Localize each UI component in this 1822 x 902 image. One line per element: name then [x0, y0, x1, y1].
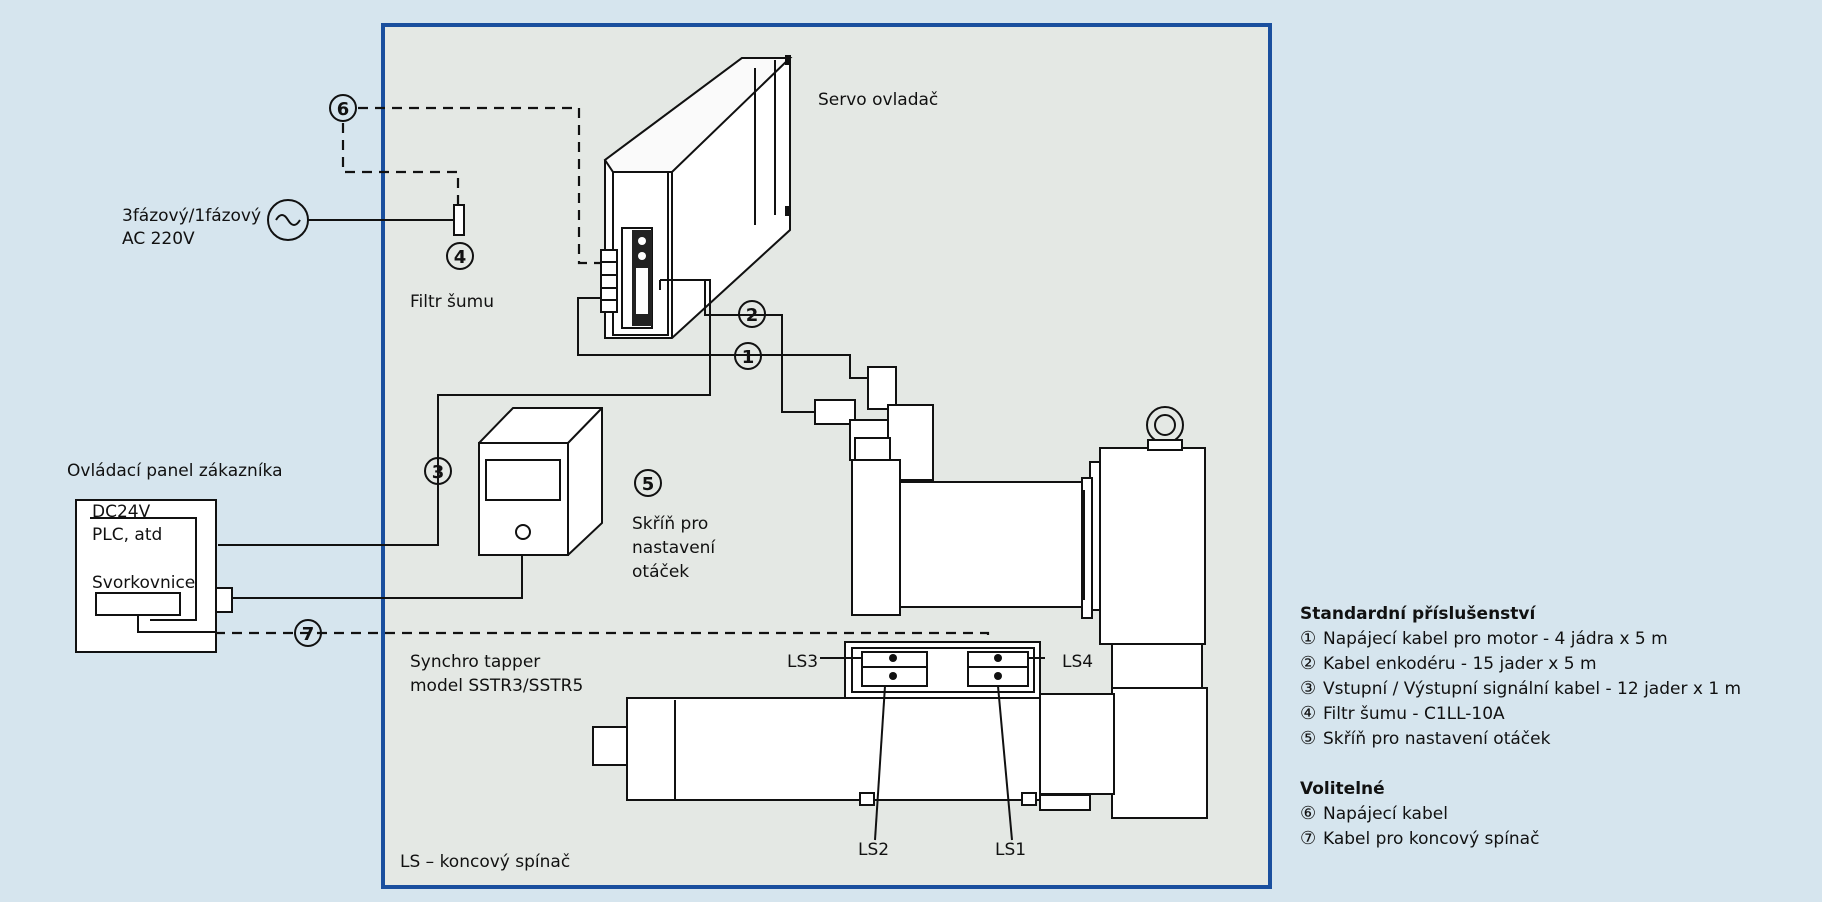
- servo-motor: [851, 406, 1206, 645]
- speed-setting-box: [478, 407, 603, 556]
- servo-label: Servo ovladač: [818, 90, 938, 110]
- customer-panel: [75, 499, 233, 653]
- ls2-label: LS2: [858, 840, 889, 860]
- marker-4: 4: [446, 242, 474, 270]
- marker-6: 6: [329, 94, 357, 122]
- marker-3: 3: [424, 457, 452, 485]
- marker-7: 7: [294, 619, 322, 647]
- ls-note-label: LS – koncový spínač: [400, 852, 570, 872]
- svg-text:2: 2: [746, 305, 759, 326]
- model-label-line2: model SSTR3/SSTR5: [410, 676, 583, 696]
- legend-standard-sym-3: ③: [1300, 678, 1316, 699]
- panel-dc-label: DC24V: [92, 502, 151, 522]
- svg-text:6: 6: [337, 99, 350, 120]
- legend-standard-item-4: Filtr šumu - C1LL-10A: [1323, 704, 1505, 724]
- model-label-line1: Synchro tapper: [410, 652, 540, 672]
- power-label-line2: AC 220V: [122, 229, 195, 249]
- svg-text:1: 1: [742, 347, 755, 368]
- legend-standard-item-1: Napájecí kabel pro motor - 4 jádra x 5 m: [1323, 629, 1668, 649]
- noise-filter-block: [453, 204, 465, 236]
- svg-text:5: 5: [642, 474, 655, 495]
- noise-filter-label: Filtr šumu: [410, 292, 494, 312]
- legend: Standardní příslušenství ① Napájecí kabe…: [1300, 604, 1741, 849]
- legend-standard-item-3: Vstupní / Výstupní signální kabel - 12 j…: [1323, 679, 1741, 699]
- speed-box-label-line3: otáček: [632, 562, 689, 582]
- legend-optional-sym-7: ⑦: [1300, 828, 1316, 849]
- legend-standard-item-2: Kabel enkodéru - 15 jader x 5 m: [1323, 654, 1597, 674]
- legend-standard-sym-4: ④: [1300, 703, 1316, 724]
- legend-optional-item-6: Napájecí kabel: [1323, 804, 1448, 824]
- marker-1: 1: [734, 342, 762, 370]
- svg-text:3: 3: [432, 462, 445, 483]
- ls3-label: LS3: [787, 652, 818, 672]
- customer-panel-label: Ovládací panel zákazníka: [67, 461, 283, 481]
- marker-2: 2: [738, 300, 766, 328]
- ls4-label: LS4: [1062, 652, 1093, 672]
- panel-plc-label: PLC, atd: [92, 525, 162, 545]
- legend-optional-sym-6: ⑥: [1300, 803, 1316, 824]
- servo-drive: [600, 55, 793, 339]
- power-label-line1: 3fázový/1fázový: [122, 206, 261, 226]
- speed-box-label-line1: Skříň pro: [632, 514, 708, 534]
- marker-5: 5: [634, 469, 662, 497]
- legend-standard-sym-2: ②: [1300, 653, 1316, 674]
- svg-text:7: 7: [302, 624, 315, 645]
- ls1-label: LS1: [995, 840, 1026, 860]
- ac-source: [267, 199, 309, 241]
- legend-standard-item-5: Skříň pro nastavení otáček: [1323, 729, 1551, 749]
- synchro-tapper: [592, 641, 1208, 841]
- svg-text:4: 4: [454, 247, 467, 268]
- panel-terminal-label: Svorkovnice: [92, 573, 195, 593]
- legend-optional-item-7: Kabel pro koncový spínač: [1323, 829, 1539, 849]
- legend-standard-sym-1: ①: [1300, 628, 1316, 649]
- speed-box-label-line2: nastavení: [632, 538, 716, 558]
- legend-standard-sym-5: ⑤: [1300, 728, 1316, 749]
- legend-optional-title: Volitelné: [1300, 779, 1385, 799]
- legend-standard-title: Standardní příslušenství: [1300, 604, 1536, 624]
